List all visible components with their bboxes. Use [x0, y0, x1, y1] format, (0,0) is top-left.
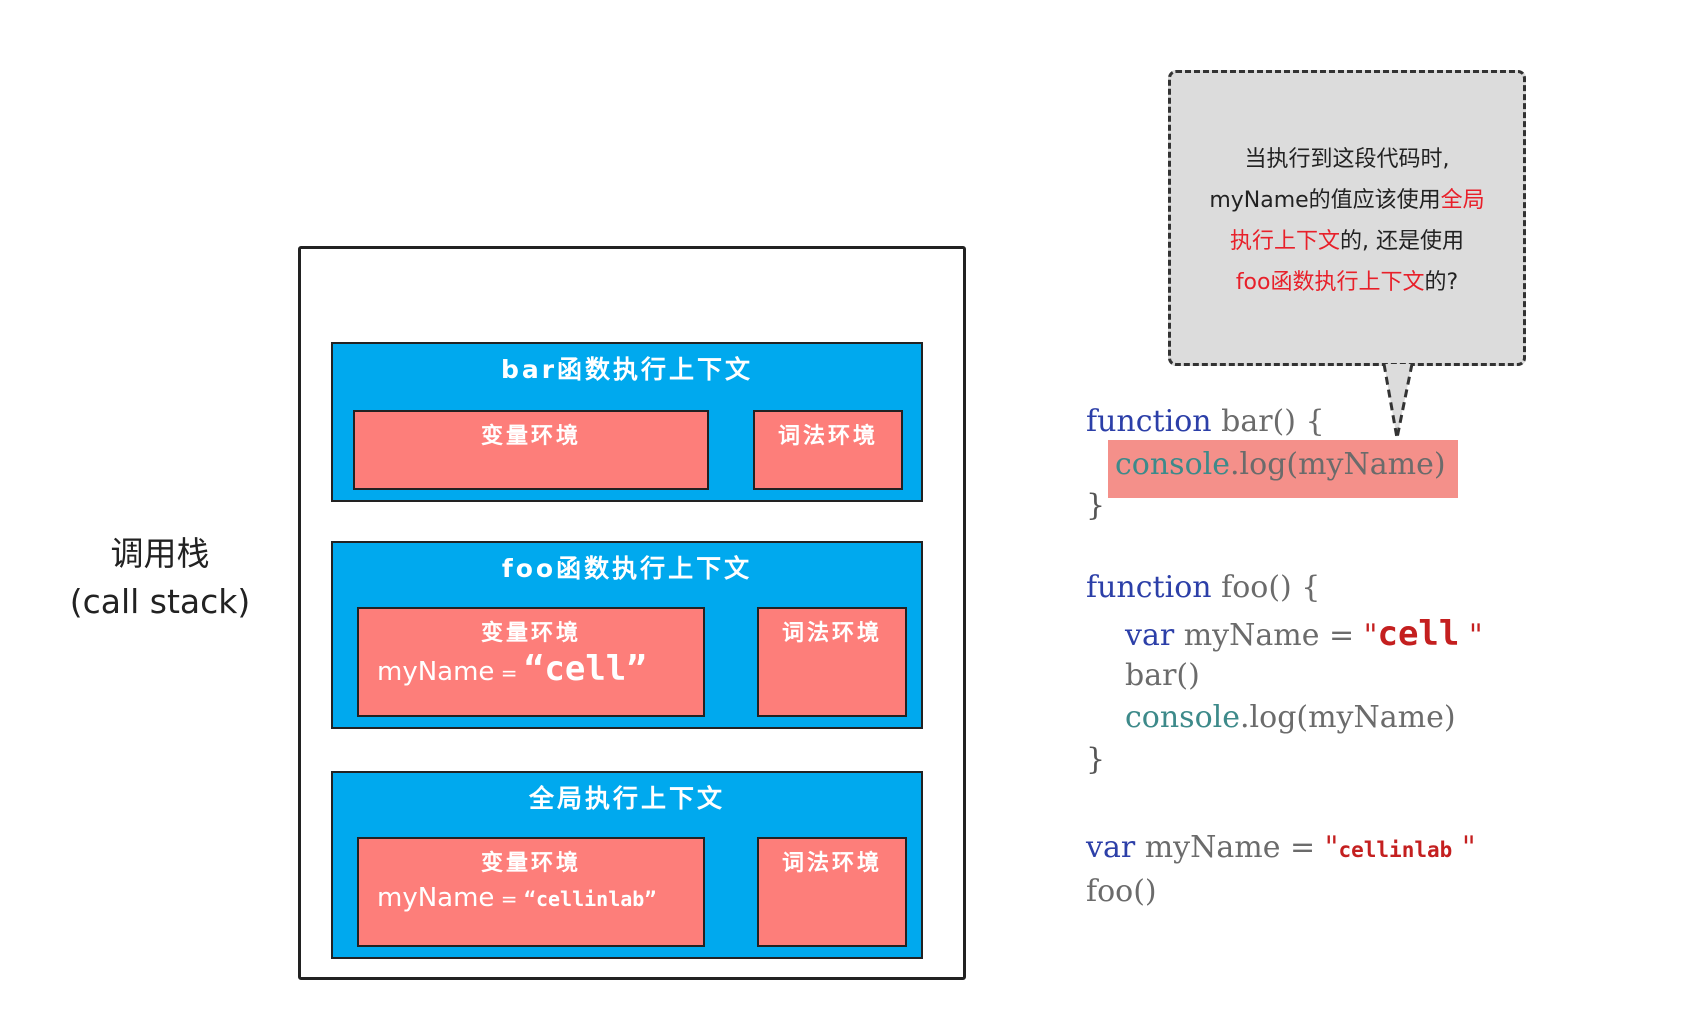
code-foo-value: cell	[1377, 614, 1460, 654]
code-foo-signature: function foo() {	[1086, 570, 1320, 605]
code-highlight	[1108, 440, 1458, 498]
code-bar-signature: function bar() {	[1086, 404, 1325, 439]
foo-variable-value: “cell”	[523, 649, 647, 689]
code-global-quote-open: "	[1324, 830, 1339, 865]
global-variable-binding: myName = “cellinlab”	[377, 883, 656, 913]
foo-context: foo函数执行上下文 变量环境 myName = “cell” 词法环境	[331, 541, 923, 729]
code-foo-body: console.log(myName)	[1125, 700, 1456, 735]
global-variable-name: myName	[377, 883, 495, 913]
code-global-var-name: myName =	[1135, 830, 1325, 865]
bar-variable-environment: 变量环境	[353, 410, 709, 490]
code-foo-name: foo() {	[1211, 570, 1321, 605]
code-foo-log-call: .log(myName)	[1240, 700, 1456, 735]
bar-lexical-environment-title: 词法环境	[777, 424, 878, 449]
global-variable-environment: 变量环境 myName = “cellinlab”	[357, 837, 705, 947]
question-bubble: 当执行到这段代码时, myName的值应该使用全局 执行上下文的, 还是使用 f…	[1168, 70, 1526, 366]
global-lexical-environment-title: 词法环境	[781, 851, 882, 876]
bubble-line-3: 执行上下文的, 还是使用	[1171, 221, 1523, 262]
foo-variable-environment-title: 变量环境	[480, 621, 581, 646]
code-foo-keyword: function	[1086, 570, 1212, 605]
code-bar-log-call: .log(myName)	[1230, 447, 1446, 482]
foo-lexical-environment: 词法环境	[757, 607, 907, 717]
bar-lexical-environment: 词法环境	[753, 410, 903, 490]
code-foo-var: var myName = "cell "	[1125, 614, 1483, 654]
bubble-line-2-a: myName的值应该使用	[1209, 188, 1441, 213]
code-bar-console: console	[1115, 447, 1230, 482]
foo-variable-environment: 变量环境 myName = “cell”	[357, 607, 705, 717]
code-foo-quote-open: "	[1363, 618, 1378, 653]
bubble-line-4: foo函数执行上下文的?	[1171, 262, 1523, 303]
bubble-line-2: myName的值应该使用全局	[1171, 180, 1523, 221]
code-bar-keyword: function	[1086, 404, 1212, 439]
code-bar-close: }	[1086, 488, 1106, 523]
bubble-line-3-b: 的, 还是使用	[1340, 229, 1464, 254]
code-global-call-foo-text: foo()	[1086, 874, 1157, 909]
foo-variable-binding: myName = “cell”	[377, 649, 647, 689]
bubble-line-3-a: 执行上下文	[1229, 229, 1340, 254]
bubble-line-2-b: 全局	[1440, 188, 1485, 213]
global-lexical-environment: 词法环境	[757, 837, 907, 947]
code-global-var: var myName = "cellinlab "	[1086, 830, 1476, 865]
global-variable-eq: =	[494, 887, 524, 911]
code-global-call-foo: foo()	[1086, 874, 1157, 909]
question-bubble-text: 当执行到这段代码时, myName的值应该使用全局 执行上下文的, 还是使用 f…	[1171, 139, 1523, 303]
global-context-title: 全局执行上下文	[528, 784, 725, 813]
code-bar-name: bar() {	[1211, 404, 1325, 439]
code-foo-quote-close: "	[1459, 618, 1483, 653]
global-variable-environment-title: 变量环境	[480, 851, 581, 876]
code-global-var-keyword: var	[1086, 830, 1136, 865]
code-global-quote-close: "	[1452, 830, 1476, 865]
global-variable-value: “cellinlab”	[523, 887, 657, 911]
bubble-line-4-b: 的?	[1424, 270, 1459, 295]
bar-context: bar函数执行上下文 变量环境 词法环境	[331, 342, 923, 502]
foo-variable-name: myName	[377, 657, 495, 687]
bubble-line-1: 当执行到这段代码时,	[1244, 147, 1450, 172]
code-foo-var-name: myName =	[1174, 618, 1364, 653]
bubble-line-4-a: foo函数执行上下文	[1235, 270, 1425, 295]
code-bar-body: console.log(myName)	[1115, 447, 1446, 482]
code-foo-call-bar-text: bar()	[1125, 658, 1200, 693]
code-global-value: cellinlab	[1338, 838, 1453, 862]
call-stack-label-en: (call stack)	[69, 582, 251, 621]
bar-variable-environment-title: 变量环境	[480, 424, 581, 449]
bubble-pointer	[1382, 363, 1414, 439]
code-foo-var-keyword: var	[1125, 618, 1175, 653]
bar-context-title: bar函数执行上下文	[500, 355, 754, 384]
foo-context-title: foo函数执行上下文	[501, 554, 753, 583]
call-stack-label-cn: 调用栈	[110, 534, 210, 573]
code-foo-call-bar: bar()	[1125, 658, 1200, 693]
foo-lexical-environment-title: 词法环境	[781, 621, 882, 646]
global-context: 全局执行上下文 变量环境 myName = “cellinlab” 词法环境	[331, 771, 923, 959]
code-foo-close: }	[1086, 742, 1106, 777]
code-foo-console: console	[1125, 700, 1240, 735]
call-stack-label: 调用栈 (call stack)	[40, 530, 280, 626]
foo-variable-eq: =	[494, 661, 524, 685]
